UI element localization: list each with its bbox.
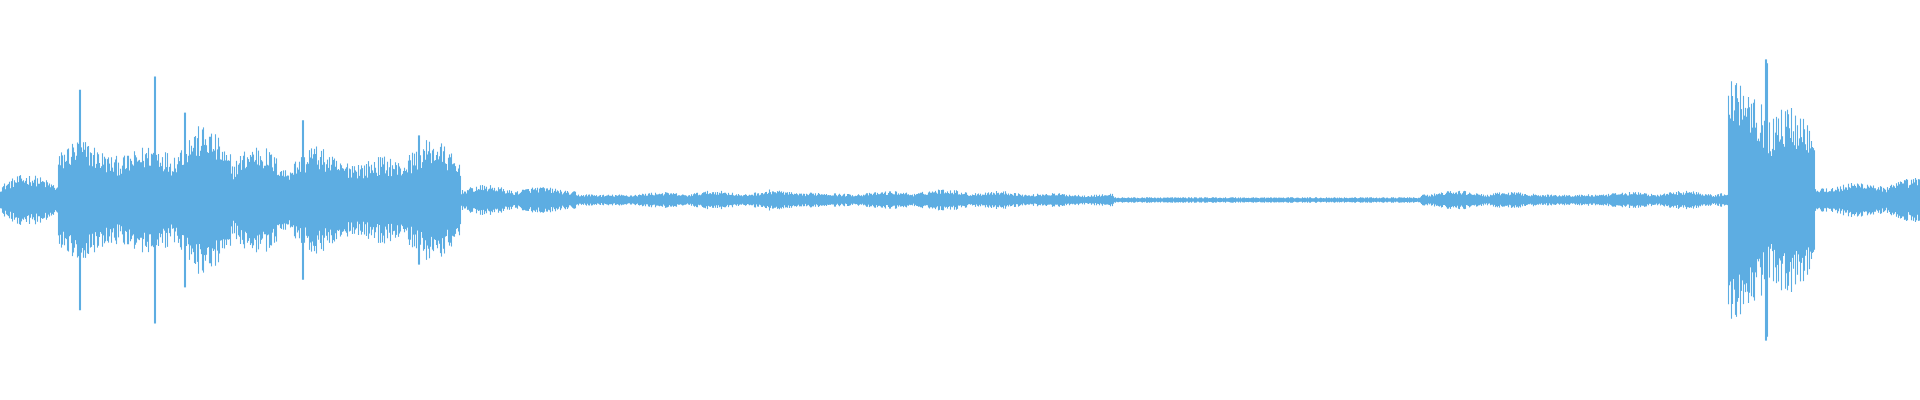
waveform-bars bbox=[0, 59, 1920, 341]
